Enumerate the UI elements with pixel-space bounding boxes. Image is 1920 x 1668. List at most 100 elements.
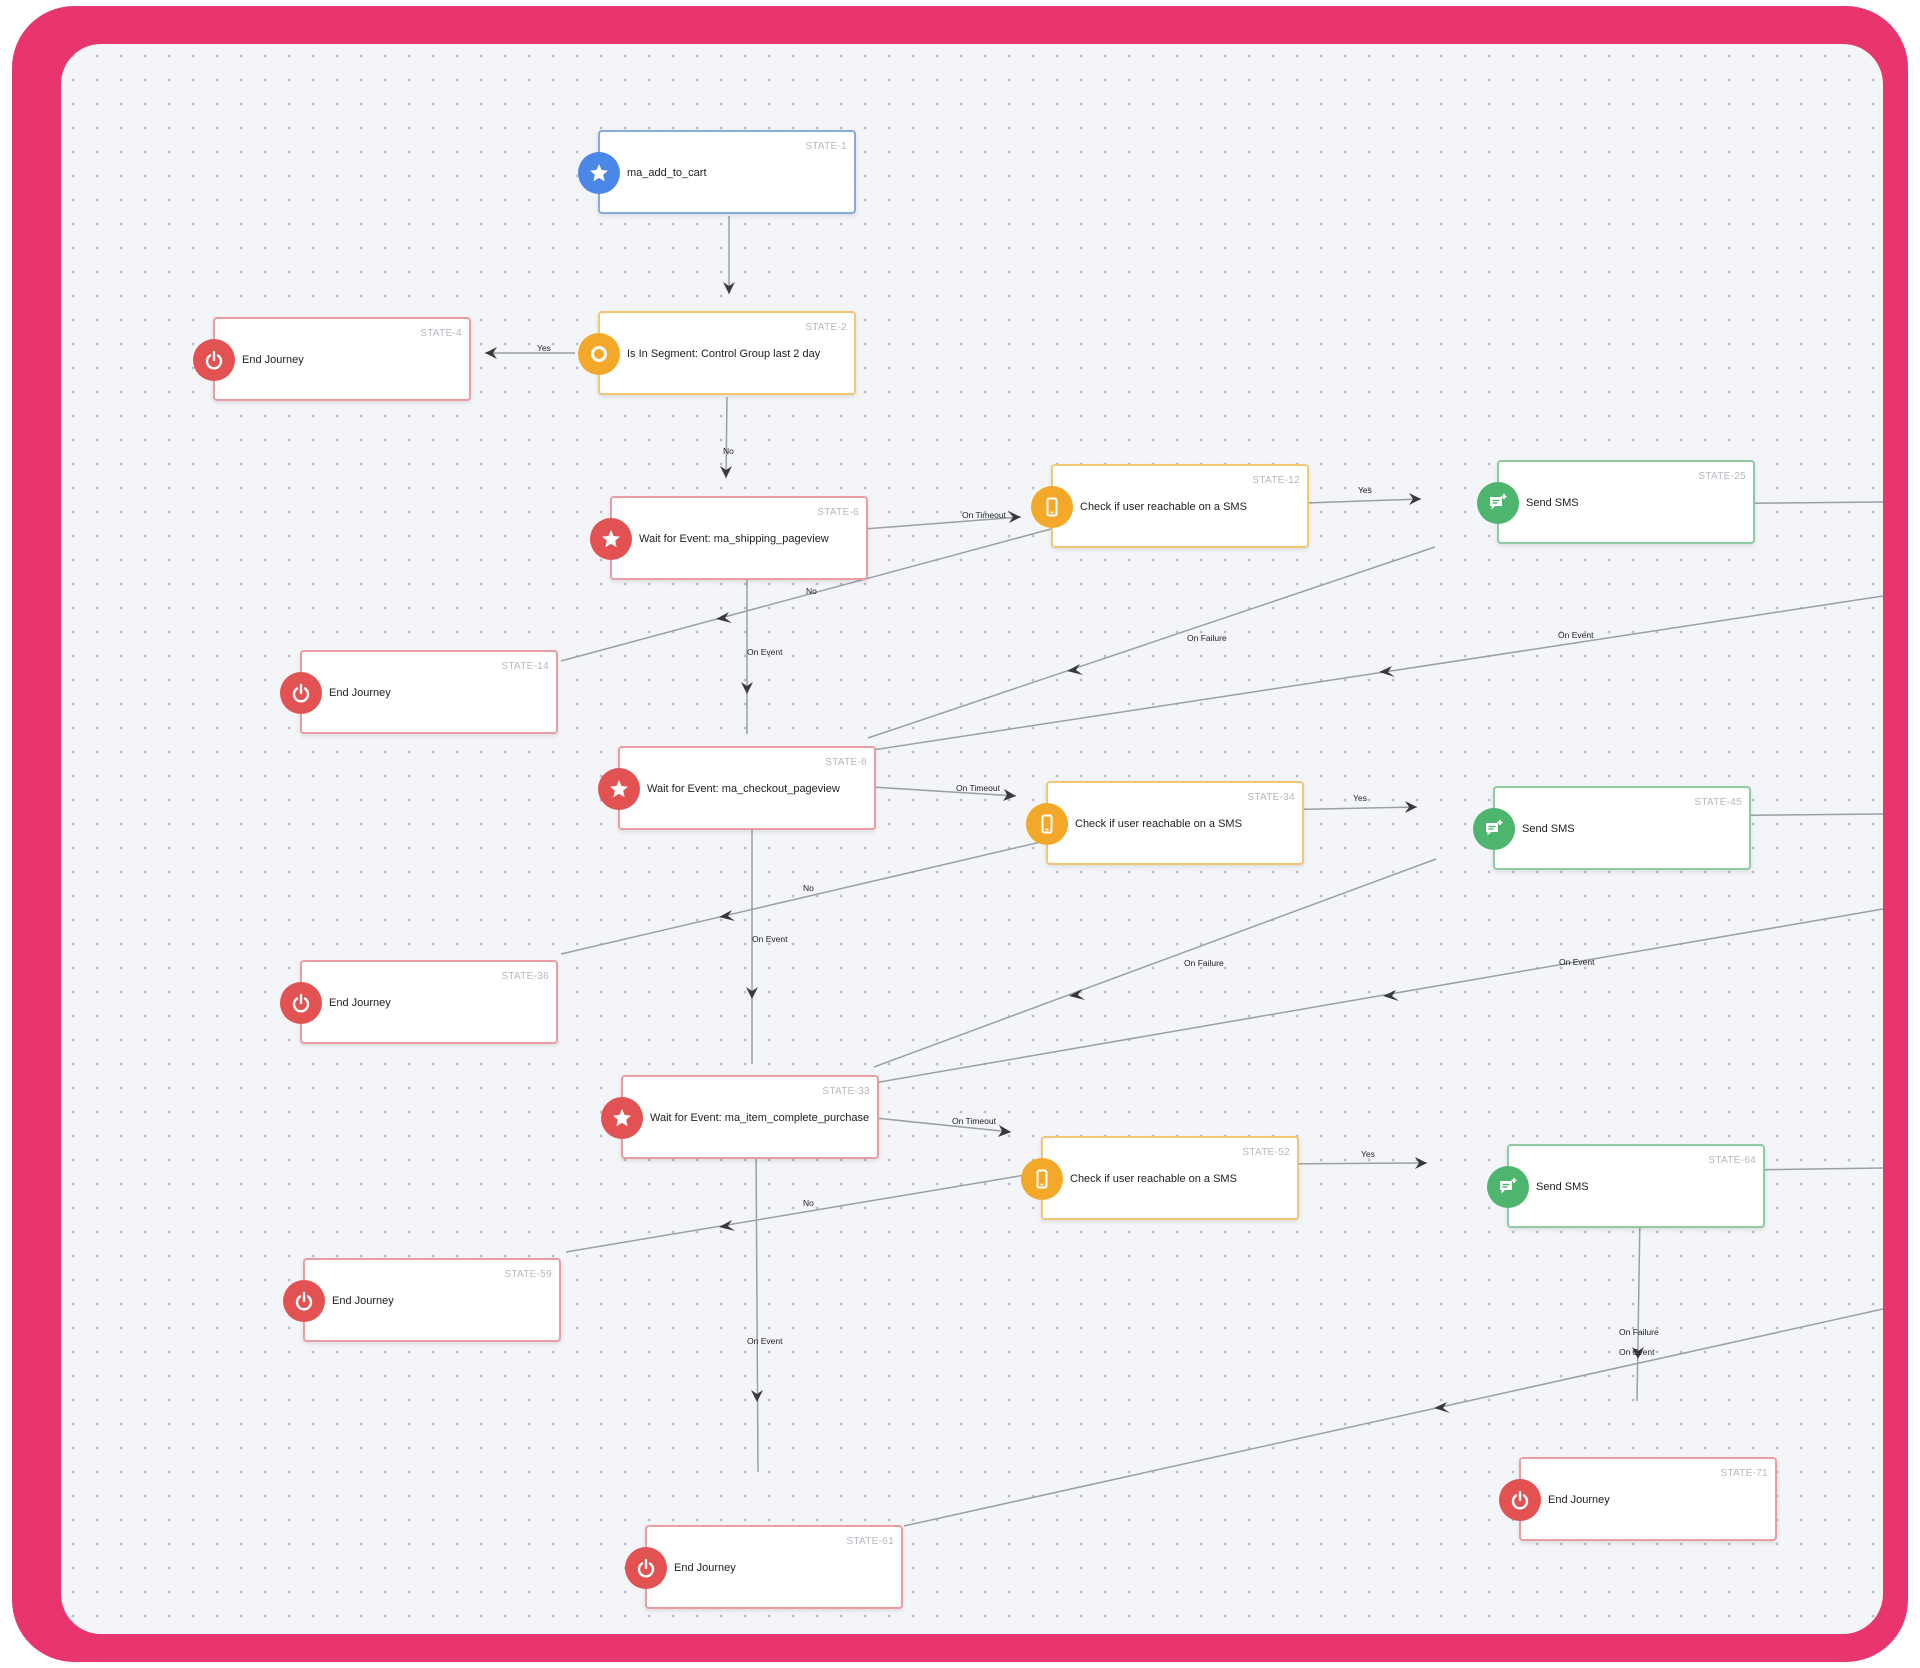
node-label: Is In Segment: Control Group last 2 day bbox=[627, 348, 821, 360]
node-state-1[interactable]: STATE-1 ma_add_to_cart bbox=[578, 130, 856, 214]
node-state-36[interactable]: STATE-36 End Journey bbox=[280, 960, 558, 1044]
edge-state8-event-state33[interactable]: On Event bbox=[746, 829, 788, 1064]
node-label: End Journey bbox=[329, 687, 391, 699]
power-icon bbox=[280, 672, 322, 714]
star-icon bbox=[578, 152, 620, 194]
sms-icon bbox=[1473, 808, 1515, 850]
edge-label-on-failure: On Failure bbox=[1187, 633, 1227, 643]
node-label: Check if user reachable on a SMS bbox=[1070, 1173, 1237, 1185]
state-id: STATE-45 bbox=[1694, 797, 1742, 808]
star-icon bbox=[590, 518, 632, 560]
node-label: End Journey bbox=[329, 997, 391, 1009]
star-icon bbox=[598, 768, 640, 810]
node-label: Send SMS bbox=[1522, 823, 1575, 835]
node-label: End Journey bbox=[674, 1562, 736, 1574]
state-id: STATE-8 bbox=[825, 757, 867, 768]
state-id: STATE-52 bbox=[1242, 1147, 1290, 1158]
power-icon bbox=[280, 982, 322, 1024]
state-id: STATE-36 bbox=[501, 971, 549, 982]
edge-right-event-state33[interactable]: On Event bbox=[873, 908, 1883, 1084]
edge-state45-failure-state33[interactable]: On Failure bbox=[873, 858, 1437, 1068]
edge-state64-failure-state71[interactable]: On Failure bbox=[1619, 1214, 1659, 1402]
segment-icon bbox=[578, 333, 620, 375]
node-state-64[interactable]: STATE-64 Send SMS bbox=[1487, 1144, 1765, 1228]
node-state-25[interactable]: STATE-25 Send SMS bbox=[1477, 460, 1755, 544]
edge-label-on-event: On Event bbox=[747, 1336, 783, 1346]
edge-label-yes: Yes bbox=[537, 343, 551, 353]
power-icon bbox=[283, 1280, 325, 1322]
node-state-2[interactable]: STATE-2 Is In Segment: Control Group las… bbox=[578, 311, 856, 395]
edge-label-no: No bbox=[803, 1198, 814, 1208]
edge-label-yes: Yes bbox=[1358, 485, 1372, 495]
edge-label-yes: Yes bbox=[1353, 793, 1367, 803]
journey-canvas[interactable]: Yes No On Timeout No bbox=[61, 44, 1883, 1634]
node-state-45[interactable]: STATE-45 Send SMS bbox=[1473, 786, 1751, 870]
state-id: STATE-59 bbox=[504, 1269, 552, 1280]
edge-state52-no-state59[interactable]: No bbox=[565, 1172, 1038, 1253]
power-icon bbox=[1499, 1479, 1541, 1521]
edge-state2-no-state6[interactable]: No bbox=[720, 396, 734, 479]
node-state-61[interactable]: STATE-61 End Journey bbox=[625, 1525, 903, 1609]
state-id: STATE-25 bbox=[1698, 471, 1746, 482]
edge-state6-timeout-state12[interactable]: On Timeout bbox=[863, 510, 1022, 530]
node-label: End Journey bbox=[1548, 1494, 1610, 1506]
edge-label-on-timeout: On Timeout bbox=[962, 510, 1007, 520]
state-id: STATE-2 bbox=[805, 322, 847, 333]
edge-label-on-event: On Event bbox=[752, 934, 788, 944]
edge-label-on-timeout: On Timeout bbox=[956, 783, 1001, 793]
edge-state1-to-state2[interactable] bbox=[723, 216, 735, 294]
edge-right-event-state61[interactable]: On Event bbox=[903, 1308, 1883, 1527]
edge-label-on-event: On Event bbox=[1558, 630, 1594, 640]
node-label: Wait for Event: ma_checkout_pageview bbox=[647, 783, 840, 795]
node-state-34[interactable]: STATE-34 Check if user reachable on a SM… bbox=[1026, 781, 1304, 865]
sms-icon bbox=[1477, 482, 1519, 524]
edge-state6-event-state8[interactable]: On Event bbox=[741, 579, 783, 734]
state-id: STATE-61 bbox=[846, 1536, 894, 1547]
pink-frame: Yes No On Timeout No bbox=[12, 6, 1908, 1662]
state-id: STATE-12 bbox=[1252, 475, 1300, 486]
edge-label-on-failure: On Failure bbox=[1184, 958, 1224, 968]
edge-label-on-event: On Event bbox=[747, 647, 783, 657]
edge-label-no: No bbox=[806, 586, 817, 596]
edge-label-no: No bbox=[723, 446, 734, 456]
node-label: Check if user reachable on a SMS bbox=[1080, 501, 1247, 513]
edge-label-on-event: On Event bbox=[1559, 957, 1595, 967]
phone-icon bbox=[1026, 803, 1068, 845]
state-id: STATE-1 bbox=[805, 141, 847, 152]
power-icon bbox=[193, 339, 235, 381]
state-id: STATE-71 bbox=[1720, 1468, 1768, 1479]
phone-icon bbox=[1031, 486, 1073, 528]
edge-state25-failure-state8[interactable]: On Failure bbox=[867, 546, 1436, 739]
node-state-14[interactable]: STATE-14 End Journey bbox=[280, 650, 558, 734]
node-label: ma_add_to_cart bbox=[627, 167, 707, 179]
node-label: Wait for Event: ma_shipping_pageview bbox=[639, 533, 829, 545]
node-label: End Journey bbox=[332, 1295, 394, 1307]
state-id: STATE-4 bbox=[420, 328, 462, 339]
edge-state34-no-state36[interactable]: No bbox=[560, 840, 1046, 955]
node-state-33[interactable]: STATE-33 Wait for Event: ma_item_complet… bbox=[601, 1075, 879, 1159]
edge-label-no: No bbox=[803, 883, 814, 893]
edge-state33-event-state61[interactable]: On Event bbox=[747, 1146, 783, 1473]
state-id: STATE-33 bbox=[822, 1086, 870, 1097]
sms-icon bbox=[1487, 1166, 1529, 1208]
edge-state2-yes-state4[interactable]: Yes bbox=[485, 343, 575, 359]
phone-icon bbox=[1021, 1158, 1063, 1200]
state-id: STATE-6 bbox=[817, 507, 859, 518]
node-state-8[interactable]: STATE-8 Wait for Event: ma_checkout_page… bbox=[598, 746, 876, 830]
edge-right-event-state8[interactable]: On Event bbox=[865, 595, 1883, 752]
node-state-12[interactable]: STATE-12 Check if user reachable on a SM… bbox=[1031, 464, 1309, 548]
state-id: STATE-34 bbox=[1247, 792, 1295, 803]
node-label: Send SMS bbox=[1526, 497, 1579, 509]
edge-label-on-failure: On Failure bbox=[1619, 1327, 1659, 1337]
edge-state8-timeout-state34[interactable]: On Timeout bbox=[871, 783, 1017, 801]
node-state-59[interactable]: STATE-59 End Journey bbox=[283, 1258, 561, 1342]
node-label: Check if user reachable on a SMS bbox=[1075, 818, 1242, 830]
node-state-6[interactable]: STATE-6 Wait for Event: ma_shipping_page… bbox=[590, 496, 868, 580]
node-state-52[interactable]: STATE-52 Check if user reachable on a SM… bbox=[1021, 1136, 1299, 1220]
edge-state12-no-state14[interactable]: No bbox=[560, 528, 1052, 662]
node-state-4[interactable]: STATE-4 End Journey bbox=[193, 317, 471, 401]
node-state-71[interactable]: STATE-71 End Journey bbox=[1499, 1457, 1777, 1541]
edge-state33-timeout-state52[interactable]: On Timeout bbox=[874, 1116, 1012, 1137]
node-label: Send SMS bbox=[1536, 1181, 1589, 1193]
edge-label-on-event: On Event bbox=[1619, 1347, 1655, 1357]
